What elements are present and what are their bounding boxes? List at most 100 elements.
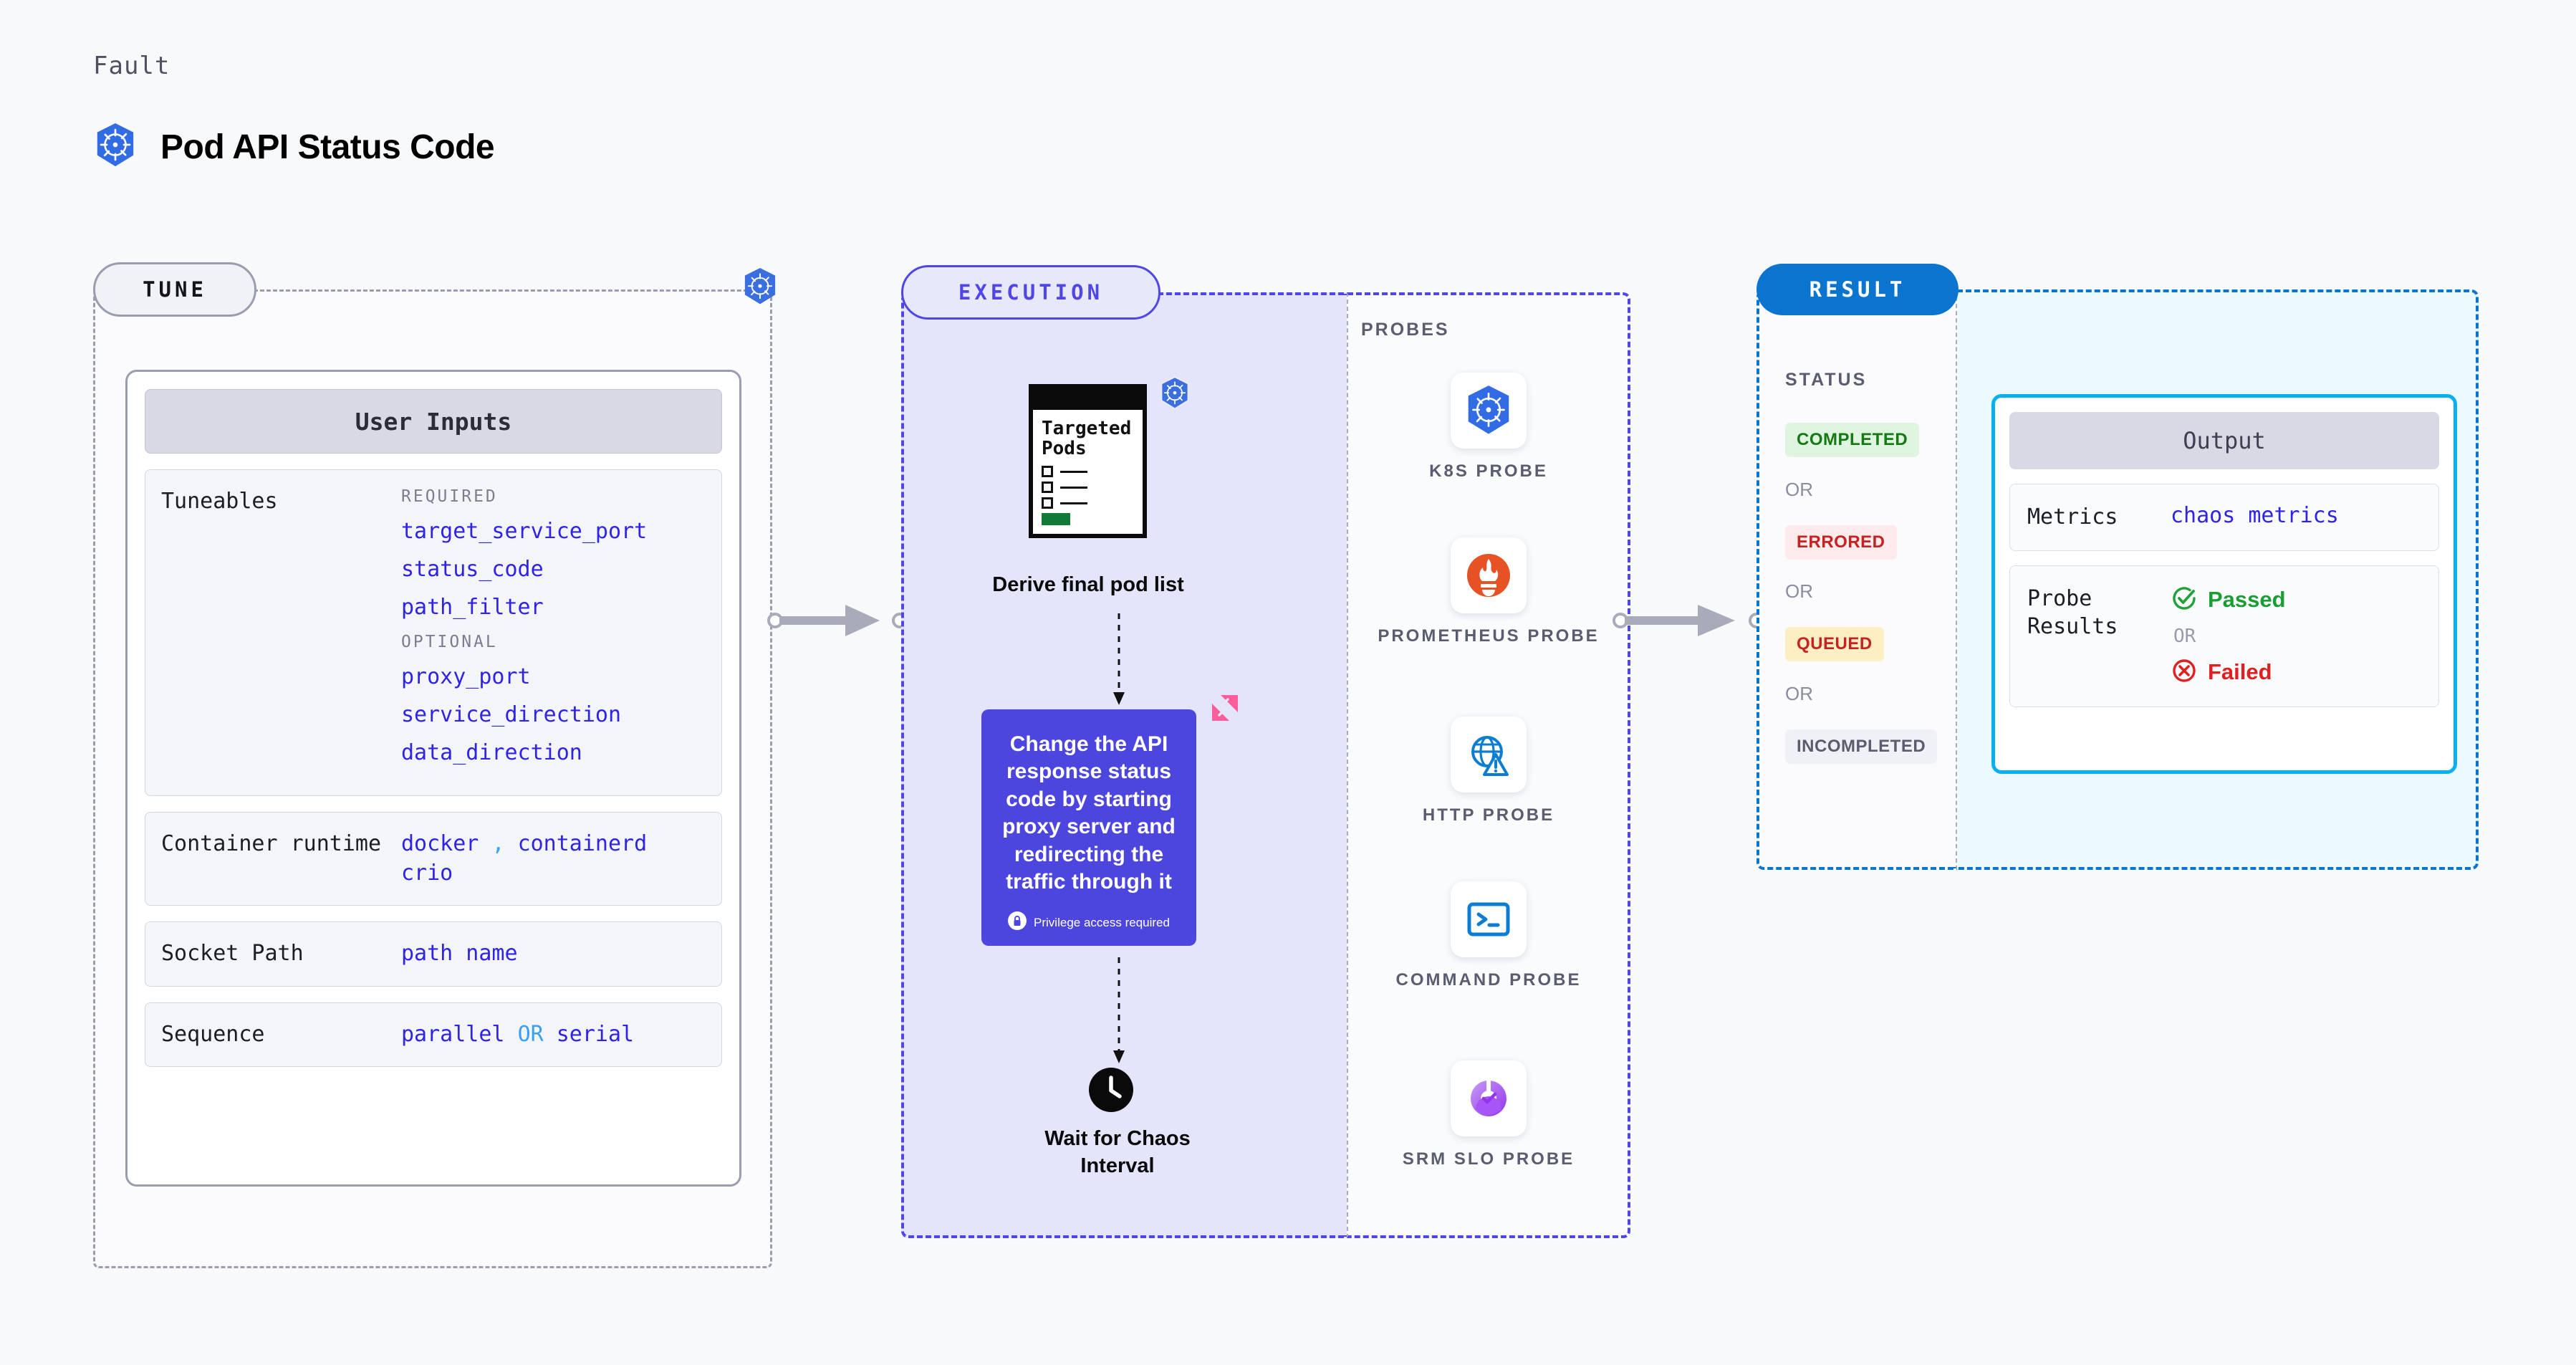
checkbox-icon <box>1042 497 1053 509</box>
action-description: Change the API response status code by s… <box>1002 732 1176 894</box>
check-circle-icon <box>2171 585 2198 616</box>
status-or-label: OR <box>1785 580 1813 602</box>
socket-path-row: Socket Path path name <box>145 921 722 987</box>
list-item <box>1042 497 1143 509</box>
probe-results-or: OR <box>2173 625 2196 647</box>
list-item <box>1042 466 1143 478</box>
tuneable-item[interactable]: service_direction <box>401 702 622 727</box>
harness-fault-icon <box>1211 694 1239 726</box>
prometheus-icon <box>1451 537 1527 613</box>
x-circle-icon <box>2171 657 2198 688</box>
metrics-row: Metrics chaos metrics <box>2009 484 2439 551</box>
kubernetes-icon <box>1451 373 1527 449</box>
privilege-note: Privilege access required <box>1008 911 1170 934</box>
pods-card-topbar <box>1033 388 1143 410</box>
action-card: Change the API response status code by s… <box>981 709 1196 946</box>
wait-label-line1: Wait for Chaos <box>1044 1127 1191 1150</box>
flow-arrow-down <box>1110 613 1128 710</box>
status-badge-completed: COMPLETED <box>1785 423 1920 457</box>
tuneable-item[interactable]: path_filter <box>401 595 544 620</box>
probe-results-values: Passed OR Failed <box>2171 585 2421 688</box>
stage-pill-execution[interactable]: EXECUTION <box>901 265 1160 320</box>
output-title: Output <box>2009 412 2439 469</box>
runtime-value: crio <box>401 860 453 886</box>
stage-pill-result[interactable]: RESULT <box>1756 264 1959 315</box>
probe-prometheus[interactable]: PROMETHEUS PROBE <box>1347 537 1630 648</box>
sequence-value: parallel <box>401 1021 505 1047</box>
container-runtime-label: Container runtime <box>161 831 382 856</box>
status-badge-incompleted: INCOMPLETED <box>1785 729 1938 764</box>
probe-results-label-line2: Results <box>2027 614 2118 640</box>
sequence-or: OR <box>517 1021 544 1047</box>
probe-results-label-line1: Probe <box>2027 585 2092 611</box>
probe-results-row: Probe Results Passed OR <box>2009 565 2439 707</box>
list-item <box>1042 482 1143 494</box>
pods-green-bar <box>1042 513 1070 526</box>
probes-title: PROBES <box>1361 320 1450 340</box>
fault-kicker: Fault <box>93 52 170 80</box>
line-icon <box>1060 486 1087 489</box>
probe-command[interactable]: COMMAND PROBE <box>1347 881 1630 992</box>
wait-label-line2: Interval <box>1080 1154 1155 1178</box>
http-globe-warning-icon <box>1451 717 1527 792</box>
probe-label: SRM SLO PROBE <box>1402 1149 1575 1169</box>
probe-http[interactable]: HTTP PROBE <box>1347 717 1630 827</box>
sequence-label: Sequence <box>161 1021 265 1047</box>
tuneables-row: Tuneables REQUIRED target_service_port s… <box>145 469 722 796</box>
stage-pill-tune[interactable]: TUNE <box>93 262 256 317</box>
metrics-value: chaos metrics <box>2171 503 2339 528</box>
probe-results-label: Probe Results <box>2027 585 2171 688</box>
sequence-values: parallel OR serial <box>401 1020 706 1050</box>
probe-label: COMMAND PROBE <box>1395 970 1582 990</box>
probe-k8s[interactable]: K8S PROBE <box>1347 373 1630 483</box>
line-icon <box>1060 470 1087 473</box>
probe-label: K8S PROBE <box>1429 461 1548 481</box>
derive-pod-list-label: Derive final pod list <box>992 573 1184 596</box>
container-runtime-row: Container runtime docker , containerd cr… <box>145 812 722 906</box>
srm-slo-icon <box>1451 1060 1527 1136</box>
tuneable-item[interactable]: target_service_port <box>401 519 648 544</box>
pods-title-line1: Targeted <box>1042 418 1132 439</box>
passed-label: Passed <box>2208 587 2286 613</box>
probe-result-failed: Failed <box>2171 657 2421 688</box>
status-badge-queued: QUEUED <box>1785 627 1884 661</box>
kubernetes-icon <box>93 122 138 173</box>
probe-label: PROMETHEUS PROBE <box>1378 626 1600 646</box>
wait-chaos-interval-label: Wait for Chaos Interval <box>989 1125 1246 1180</box>
privilege-text: Privilege access required <box>1034 915 1170 929</box>
result-status-panel <box>1756 289 1957 870</box>
connector-execution-result <box>1612 599 1769 646</box>
probe-label: HTTP PROBE <box>1422 805 1555 825</box>
tuneables-label: Tuneables <box>161 489 278 514</box>
tuneables-required-label: REQUIRED <box>401 487 498 506</box>
sequence-row: Sequence parallel OR serial <box>145 1002 722 1067</box>
pods-checklist <box>1033 459 1143 509</box>
status-or-label: OR <box>1785 479 1813 500</box>
probe-srm-slo[interactable]: SRM SLO PROBE <box>1347 1060 1630 1171</box>
status-or-label: OR <box>1785 683 1813 704</box>
clock-icon <box>1089 1068 1133 1116</box>
metrics-label: Metrics <box>2027 504 2118 530</box>
page-title: Pod API Status Code <box>160 128 495 166</box>
tuneable-item[interactable]: status_code <box>401 557 544 582</box>
checkbox-icon <box>1042 466 1053 478</box>
terminal-icon <box>1451 881 1527 957</box>
tuneable-item[interactable]: proxy_port <box>401 664 531 689</box>
output-card: Output Metrics chaos metrics Probe Resul… <box>1991 394 2457 774</box>
socket-path-values: path name <box>401 939 706 969</box>
status-title: STATUS <box>1785 370 1868 390</box>
runtime-value: docker <box>401 831 479 856</box>
flow-arrow-down <box>1110 957 1128 1068</box>
socket-path-label: Socket Path <box>161 941 304 966</box>
container-runtime-values: docker , containerd crio <box>401 830 706 888</box>
tuneable-item[interactable]: data_direction <box>401 740 582 765</box>
targeted-pods-card: Targeted Pods <box>1029 384 1147 538</box>
status-badge-errored: ERRORED <box>1785 525 1897 560</box>
user-inputs-title: User Inputs <box>145 389 722 454</box>
kubernetes-icon <box>1158 375 1191 415</box>
socket-path-value: path name <box>401 941 518 966</box>
page-title-row: Pod API Status Code <box>93 122 495 173</box>
probe-result-passed: Passed <box>2171 585 2421 616</box>
lock-icon <box>1008 911 1027 934</box>
